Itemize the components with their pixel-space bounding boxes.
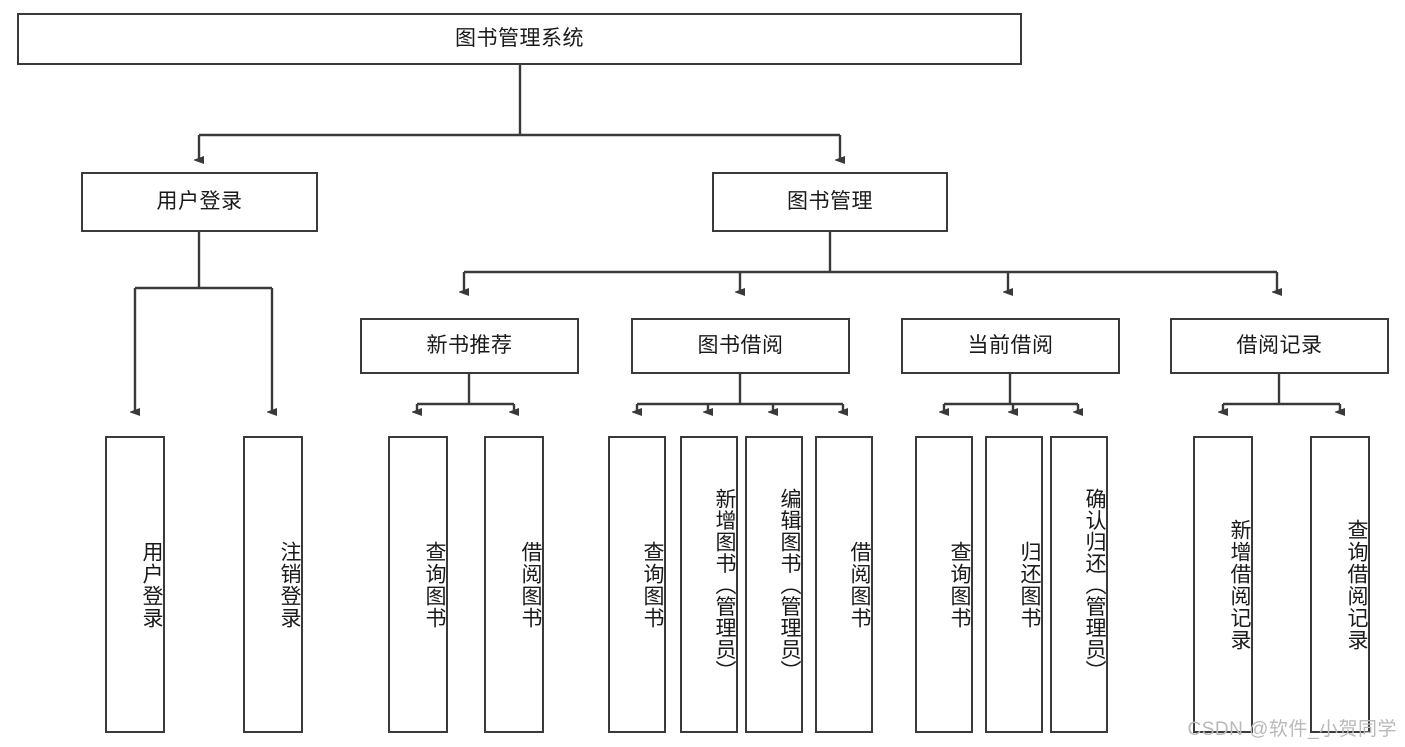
node-leaf-query-book-2[interactable]: 查询图书 [608,436,666,733]
node-leaf-query-book-3[interactable]: 查询图书 [915,436,973,733]
node-book-manage[interactable]: 图书管理 [712,172,948,232]
node-leaf-query-book-3-label: 查询图书 [948,540,971,629]
node-leaf-add-book[interactable]: 新增图书（管理员） [680,436,738,733]
node-leaf-query-record[interactable]: 查询借阅记录 [1310,436,1370,733]
node-leaf-logout-label: 注销登录 [278,540,301,629]
node-borrow-record-label: 借阅记录 [1236,334,1323,358]
node-root[interactable]: 图书管理系统 [17,13,1022,65]
node-root-label: 图书管理系统 [455,27,584,51]
node-leaf-borrow-book-2[interactable]: 借阅图书 [815,436,873,733]
node-leaf-confirm-return-label: 确认归还（管理员） [1083,487,1106,682]
node-leaf-query-record-label: 查询借阅记录 [1345,518,1368,651]
node-leaf-add-book-label: 新增图书（管理员） [713,487,736,682]
node-leaf-edit-book[interactable]: 编辑图书（管理员） [745,436,803,733]
node-leaf-query-book-2-label: 查询图书 [641,540,664,629]
node-current-borrow[interactable]: 当前借阅 [901,318,1120,374]
node-book-manage-label: 图书管理 [787,190,873,214]
node-book-borrow[interactable]: 图书借阅 [631,318,850,374]
node-leaf-borrow-book-2-label: 借阅图书 [848,540,871,629]
node-leaf-query-book-1-label: 查询图书 [423,540,446,629]
node-new-book-recommend[interactable]: 新书推荐 [360,318,579,374]
node-leaf-user-login[interactable]: 用户登录 [105,436,165,733]
node-leaf-confirm-return[interactable]: 确认归还（管理员） [1050,436,1108,733]
node-leaf-query-book-1[interactable]: 查询图书 [388,436,448,733]
node-user-login-label: 用户登录 [156,190,243,214]
node-leaf-return-book[interactable]: 归还图书 [985,436,1043,733]
node-leaf-add-record[interactable]: 新增借阅记录 [1193,436,1253,733]
node-leaf-logout[interactable]: 注销登录 [243,436,303,733]
node-leaf-user-login-label: 用户登录 [140,540,163,629]
csdn-watermark: CSDN @软件_小贺同学 [1187,719,1397,740]
node-leaf-borrow-book-1[interactable]: 借阅图书 [484,436,544,733]
node-borrow-record[interactable]: 借阅记录 [1170,318,1389,374]
node-leaf-return-book-label: 归还图书 [1018,540,1041,629]
node-leaf-edit-book-label: 编辑图书（管理员） [778,487,801,682]
node-leaf-borrow-book-1-label: 借阅图书 [519,540,542,629]
node-user-login[interactable]: 用户登录 [81,172,318,232]
node-leaf-add-record-label: 新增借阅记录 [1228,518,1251,651]
node-current-borrow-label: 当前借阅 [967,334,1054,358]
node-new-book-recommend-label: 新书推荐 [426,334,513,358]
node-book-borrow-label: 图书借阅 [697,334,784,358]
